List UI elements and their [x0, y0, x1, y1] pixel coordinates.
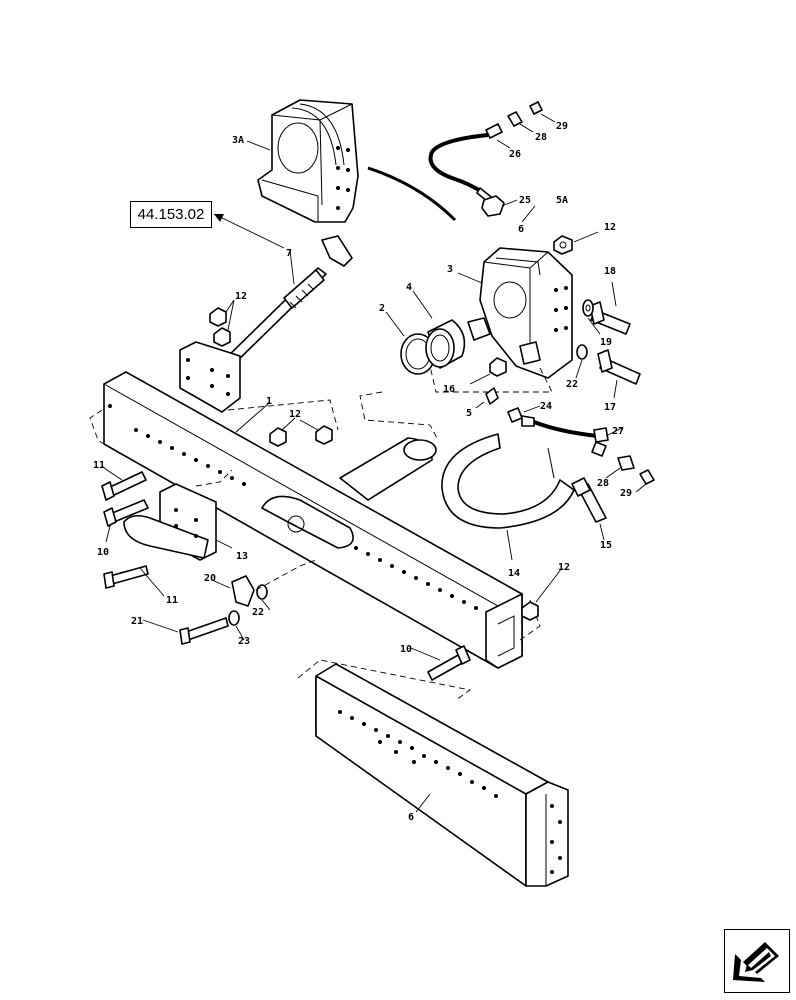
bracket-3a: [257, 99, 359, 223]
nut-16: [489, 357, 507, 377]
callout-14: 14: [508, 568, 520, 579]
callout-12: 12: [235, 291, 247, 302]
arrow-down-left-icon: [733, 942, 779, 982]
bolt-15: [571, 477, 607, 523]
control-rod-7: [221, 235, 353, 369]
callout-12: 12: [558, 562, 570, 573]
callout-12: 12: [604, 222, 616, 233]
hydraulic-hose-lower: [507, 407, 655, 485]
callout-18: 18: [604, 266, 616, 277]
callout-1: 1: [266, 396, 272, 407]
callout-6: 6: [408, 812, 414, 823]
callout-12: 12: [289, 409, 301, 420]
callout-24: 24: [540, 401, 552, 412]
callout-15: 15: [600, 540, 612, 551]
callout-20: 20: [204, 573, 216, 584]
callout-17: 17: [604, 402, 616, 413]
mount-plate: [179, 341, 241, 413]
washer-22-lower: [256, 584, 268, 600]
callout-22: 22: [566, 379, 578, 390]
bolt-10-lower: [427, 645, 471, 681]
callout-22: 22: [252, 607, 264, 618]
callout-5a: 5A: [556, 195, 568, 206]
bolt-21: [179, 617, 229, 645]
main-beam-1: [103, 371, 523, 669]
washer-23: [228, 610, 240, 626]
callout-29: 29: [556, 121, 568, 132]
clamp-20: [231, 575, 255, 607]
nut-12-right: [553, 235, 573, 255]
hydraulic-hose-upper: [428, 101, 543, 217]
callout-6: 6: [518, 224, 524, 235]
reference-link-44-153-02[interactable]: 44.153.02: [130, 201, 212, 228]
washer-22-right: [576, 344, 588, 360]
callout-21: 21: [131, 616, 143, 627]
callout-25: 25: [519, 195, 531, 206]
callout-26: 26: [509, 149, 521, 160]
bolt-11-lower: [103, 565, 149, 589]
callout-10: 10: [97, 547, 109, 558]
extension-6: [315, 663, 569, 887]
callout-16: 16: [443, 384, 455, 395]
callout-11: 11: [93, 460, 105, 471]
callout-3a: 3A: [232, 135, 244, 146]
callout-23: 23: [238, 636, 250, 647]
callout-29: 29: [620, 488, 632, 499]
nut-12-lower: [521, 601, 539, 621]
callout-28: 28: [597, 478, 609, 489]
callout-13: 13: [236, 551, 248, 562]
callout-10: 10: [400, 644, 412, 655]
bracket-13: [123, 483, 217, 561]
bolt-17: [597, 349, 641, 385]
callout-28: 28: [535, 132, 547, 143]
callout-4: 4: [406, 282, 412, 293]
bolt-10-upper: [103, 499, 149, 527]
nuts-12-beam: [269, 425, 333, 447]
callout-27: 27: [612, 426, 624, 437]
callout-2: 2: [379, 303, 385, 314]
callout-19: 19: [600, 337, 612, 348]
bushing-4: [425, 319, 466, 369]
washer-19: [582, 299, 594, 317]
callout-3: 3: [447, 264, 453, 275]
bolt-11-upper: [101, 471, 147, 501]
navigate-back-button[interactable]: [724, 929, 790, 993]
callout-labels: 3A 29 28 26 25 5A 6 12 3 7 12 18 4 2 19 …: [93, 121, 632, 823]
callout-11: 11: [166, 595, 178, 606]
callout-7: 7: [286, 248, 292, 259]
strap-14: [441, 433, 575, 529]
nut-12-rod: [209, 307, 231, 347]
bearing-block-3: [467, 247, 573, 379]
callout-5: 5: [466, 408, 472, 419]
fitting-5: [485, 387, 499, 405]
